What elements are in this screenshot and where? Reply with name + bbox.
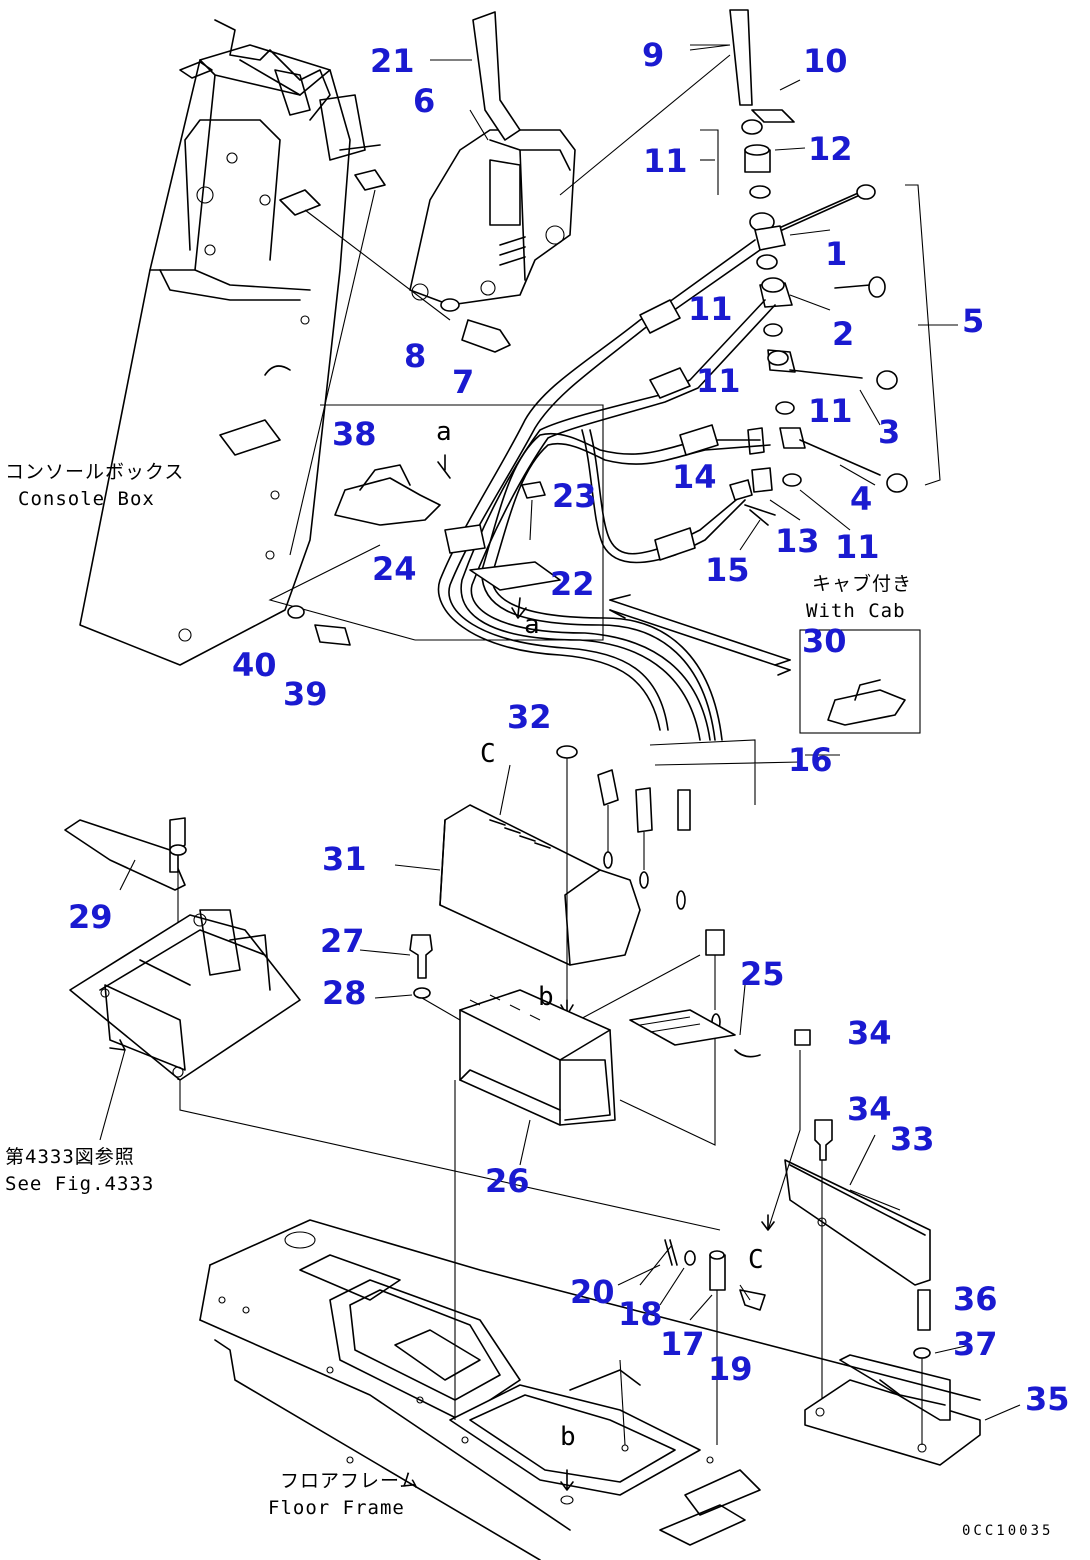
callout-11-e: 11 [835,528,880,566]
see-fig-label-en: See Fig.4333 [5,1173,154,1195]
control-cables [437,239,776,741]
callout-numbers: 1 2 3 4 5 6 7 8 9 10 11 11 11 11 11 12 1… [68,36,1070,1418]
ref-b-lower: b [560,1422,576,1452]
ref-a-bottom: a [524,610,540,640]
plate-25 [629,1009,761,1058]
bolt-27 [409,934,461,1021]
callout-28: 28 [322,974,367,1012]
callout-17: 17 [660,1325,705,1363]
callout-11-a: 11 [643,142,688,180]
callout-34-a: 34 [847,1014,892,1052]
callout-39: 39 [283,675,328,713]
callout-24: 24 [372,550,417,588]
callout-14: 14 [672,458,717,496]
ref-a-top: a [436,417,452,447]
with-cab-label-en: With Cab [806,600,906,622]
callout-38: 38 [332,415,377,453]
bolt-and-washer [440,298,511,353]
control-rods [700,129,958,526]
callout-21: 21 [370,42,415,80]
callout-20: 20 [570,1273,615,1311]
console-box-label-jp: コンソールボックス [5,461,184,483]
leader-lines [119,44,1021,1421]
console-box [79,19,451,666]
callout-4: 4 [850,480,872,518]
callout-40: 40 [232,646,277,684]
callout-32: 32 [507,698,552,736]
callout-16: 16 [788,741,833,779]
console-box-label-en: Console Box [18,488,155,510]
callout-25: 25 [740,955,785,993]
see-fig-label-jp: 第4333図参照 [5,1146,135,1168]
lever-base-29 [64,817,721,1231]
pin-and-washer [287,605,351,646]
callout-13: 13 [775,522,820,560]
callout-30: 30 [802,622,847,660]
floor-frame-label-en: Floor Frame [268,1497,405,1519]
callout-15: 15 [705,551,750,589]
floor-frame [199,1080,981,1560]
callout-35: 35 [1025,1380,1070,1418]
callout-36: 36 [953,1280,998,1318]
drawing-code: 0CC10035 [962,1523,1053,1539]
callout-8: 8 [404,337,426,375]
callout-26: 26 [485,1162,530,1200]
callout-11-c: 11 [696,362,741,400]
callout-1: 1 [825,235,847,273]
with-cab-detail [799,629,921,734]
ref-c-left: C [480,739,496,769]
callout-3: 3 [878,413,900,451]
ref-b-upper: b [538,982,554,1012]
callout-11-b: 11 [688,290,733,328]
callout-7: 7 [452,363,474,401]
with-cab-arrow [609,594,791,676]
callout-37: 37 [953,1325,998,1363]
callout-5: 5 [962,302,984,340]
callout-22: 22 [550,565,595,603]
callout-27: 27 [320,922,365,960]
with-cab-label-jp: キャブ付き [812,572,912,595]
callout-12: 12 [808,130,853,168]
console-base-26 [459,989,716,1166]
callout-2: 2 [832,315,854,353]
annotation-notes: コンソールボックス Console Box キャブ付き With Cab 第43… [5,461,1053,1539]
callout-6: 6 [413,82,435,120]
callout-11-d: 11 [808,392,853,430]
callout-9: 9 [642,36,664,74]
callout-23: 23 [552,477,597,515]
cable-ends [559,739,801,1031]
cover-33 [761,1029,931,1420]
floor-frame-label-jp: フロアフレーム [280,1470,419,1492]
detail-box [268,404,604,641]
callout-10: 10 [803,42,848,80]
ref-c-right: C [748,1245,764,1275]
lever-bracket [409,11,576,306]
reference-letters: a a C b C b [436,417,764,1452]
lever-9 [559,9,795,232]
callout-29: 29 [68,898,113,936]
callout-34-b: 34 [847,1090,892,1128]
callout-18: 18 [618,1295,663,1333]
callout-19: 19 [708,1350,753,1388]
callout-31: 31 [322,840,367,878]
callout-33: 33 [890,1120,935,1158]
